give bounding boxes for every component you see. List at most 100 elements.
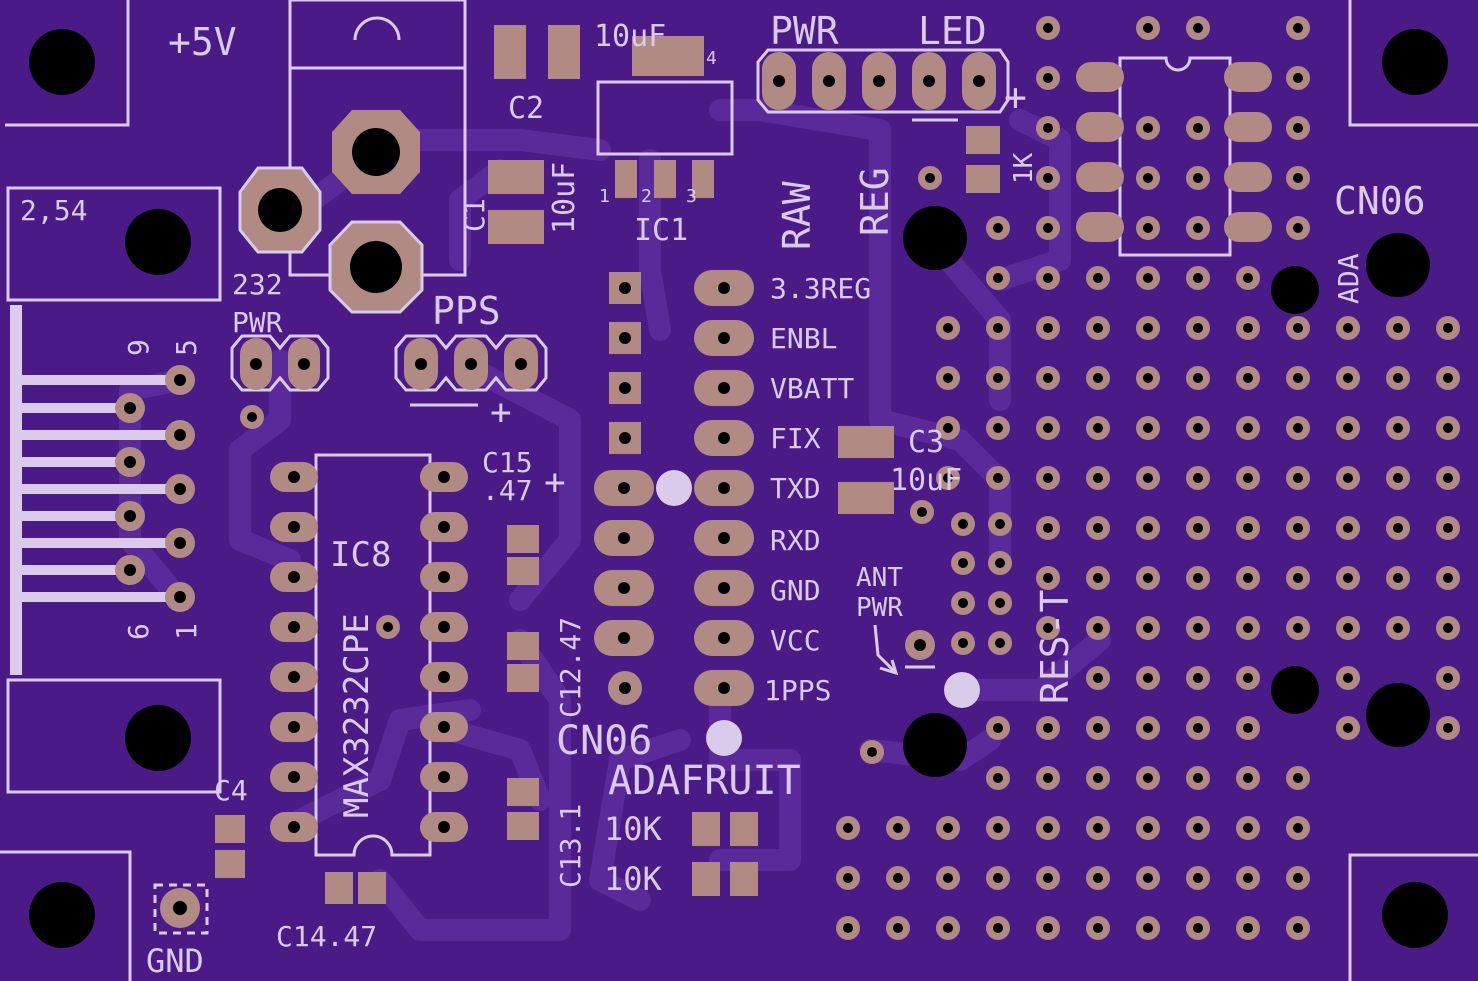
label-ic1-pin2: 2 bbox=[641, 186, 652, 207]
proto-pad-hole bbox=[943, 473, 953, 483]
label-c3: C3 bbox=[908, 425, 944, 460]
label-ada: ADA bbox=[1332, 253, 1365, 304]
ic1-regulator bbox=[596, 36, 734, 198]
gps-pin-label: ENBL bbox=[770, 322, 837, 355]
proto-pad-hole bbox=[1293, 923, 1303, 933]
proto-pad-hole bbox=[1293, 823, 1303, 833]
proto-pad-hole bbox=[1243, 523, 1253, 533]
proto-pad-hole bbox=[1193, 573, 1203, 583]
gps-module-pins bbox=[594, 270, 980, 756]
silkscreen-labels: +5V 10uF C2 IC1 1 2 3 4 PWR LED + RAW RE… bbox=[20, 9, 1426, 980]
proto-pad-hole bbox=[1293, 573, 1303, 583]
proto-pad-hole bbox=[1143, 223, 1153, 233]
proto-pad-hole bbox=[1193, 423, 1203, 433]
proto-pad-hole bbox=[1193, 523, 1203, 533]
proto-pad-hole bbox=[1043, 623, 1053, 633]
proto-pad-hole bbox=[1443, 573, 1453, 583]
proto-pad-hole bbox=[1393, 423, 1403, 433]
label-pitch: 2,54 bbox=[20, 194, 87, 227]
label-10k-b: 10K bbox=[604, 860, 663, 898]
proto-pad-hole bbox=[1243, 773, 1253, 783]
label-cn06-mid: CN06 bbox=[556, 718, 652, 764]
proto-pad-hole bbox=[1093, 823, 1103, 833]
gps-pin-label: TXD bbox=[770, 472, 821, 505]
label-ic1-pin1: 1 bbox=[599, 186, 610, 207]
label-gnd: GND bbox=[146, 942, 204, 980]
proto-pad-hole bbox=[893, 923, 903, 933]
gps-pin-label: 1PPS bbox=[764, 674, 831, 707]
label-ant: ANT bbox=[856, 563, 903, 593]
label-pwr: PWR bbox=[770, 9, 839, 53]
proto-pad-hole bbox=[1143, 723, 1153, 733]
proto-pad-hole bbox=[993, 723, 1003, 733]
label-c4: C4 bbox=[214, 774, 248, 807]
proto-pad-hole bbox=[1143, 423, 1153, 433]
proto-pad-hole bbox=[1343, 473, 1353, 483]
proto-pad-hole bbox=[1293, 173, 1303, 183]
proto-pad-hole bbox=[1343, 623, 1353, 633]
proto-pad-hole bbox=[1093, 673, 1103, 683]
proto-pad-hole bbox=[943, 823, 953, 833]
proto-pad-hole bbox=[993, 223, 1003, 233]
proto-pad-hole bbox=[1243, 623, 1253, 633]
proto-pad-hole bbox=[1043, 173, 1053, 183]
proto-pad-hole bbox=[1343, 723, 1353, 733]
proto-pad-hole bbox=[1093, 773, 1103, 783]
proto-pad-hole bbox=[1343, 423, 1353, 433]
proto-pad-hole bbox=[1043, 73, 1053, 83]
proto-pad-hole bbox=[1143, 673, 1153, 683]
pwr-led-header bbox=[756, 48, 1010, 190]
proto-pad-hole bbox=[1293, 473, 1303, 483]
proto-pad-hole bbox=[1293, 223, 1303, 233]
vias bbox=[376, 500, 935, 764]
gps-pin-labels: 3.3REG ENBL VBATT FIX TXD RXD GND VCC 1P… bbox=[764, 272, 871, 707]
proto-pad-hole bbox=[1393, 573, 1403, 583]
proto-pad-hole bbox=[1193, 823, 1203, 833]
proto-pad-hole bbox=[1143, 623, 1153, 633]
label-c1: C1 bbox=[458, 198, 491, 232]
proto-pad-hole bbox=[1143, 473, 1153, 483]
proto-pad-hole bbox=[995, 598, 1005, 608]
label-raw: RAW bbox=[775, 181, 819, 250]
proto-pad-hole bbox=[1093, 323, 1103, 333]
proto-pad-hole bbox=[1093, 923, 1103, 933]
proto-pad-hole bbox=[958, 638, 968, 648]
proto-pad-hole bbox=[1043, 523, 1053, 533]
proto-pad-hole bbox=[993, 873, 1003, 883]
proto-pad-hole bbox=[1193, 673, 1203, 683]
proto-pad-hole bbox=[1093, 623, 1103, 633]
proto-pad-hole bbox=[1293, 323, 1303, 333]
label-c15-value: .47 bbox=[482, 474, 533, 507]
proto-pad-hole bbox=[993, 923, 1003, 933]
proto-pad-hole bbox=[1393, 323, 1403, 333]
proto-pad-hole bbox=[1243, 723, 1253, 733]
proto-pad-hole bbox=[1443, 673, 1453, 683]
proto-pad-hole bbox=[1443, 723, 1453, 733]
proto-pad-hole bbox=[1093, 273, 1103, 283]
proto-pad-hole bbox=[1143, 523, 1153, 533]
proto-pad-hole bbox=[1043, 573, 1053, 583]
proto-pad-hole bbox=[1243, 673, 1253, 683]
proto-pad-hole bbox=[1293, 73, 1303, 83]
proto-pad-hole bbox=[1043, 773, 1053, 783]
proto-pad-hole bbox=[893, 873, 903, 883]
proto-pad-hole bbox=[1143, 873, 1153, 883]
label-10k-a: 10K bbox=[604, 810, 663, 848]
jumper-headers bbox=[230, 334, 548, 429]
proto-pad-hole bbox=[1043, 723, 1053, 733]
proto-pad-hole bbox=[1293, 873, 1303, 883]
label-c2: C2 bbox=[508, 91, 544, 126]
proto-pad-hole bbox=[1243, 423, 1253, 433]
proto-pad-hole bbox=[1193, 373, 1203, 383]
proto-pad-hole bbox=[993, 423, 1003, 433]
proto-pad-hole bbox=[943, 323, 953, 333]
proto-pad-hole bbox=[1143, 273, 1153, 283]
proto-pad-hole bbox=[1443, 423, 1453, 433]
proto-pad-hole bbox=[1393, 623, 1403, 633]
proto-pad-hole bbox=[943, 923, 953, 933]
proto-pad-hole bbox=[1243, 823, 1253, 833]
label-led: LED bbox=[918, 9, 987, 53]
label-plus-led: + bbox=[1004, 75, 1027, 119]
